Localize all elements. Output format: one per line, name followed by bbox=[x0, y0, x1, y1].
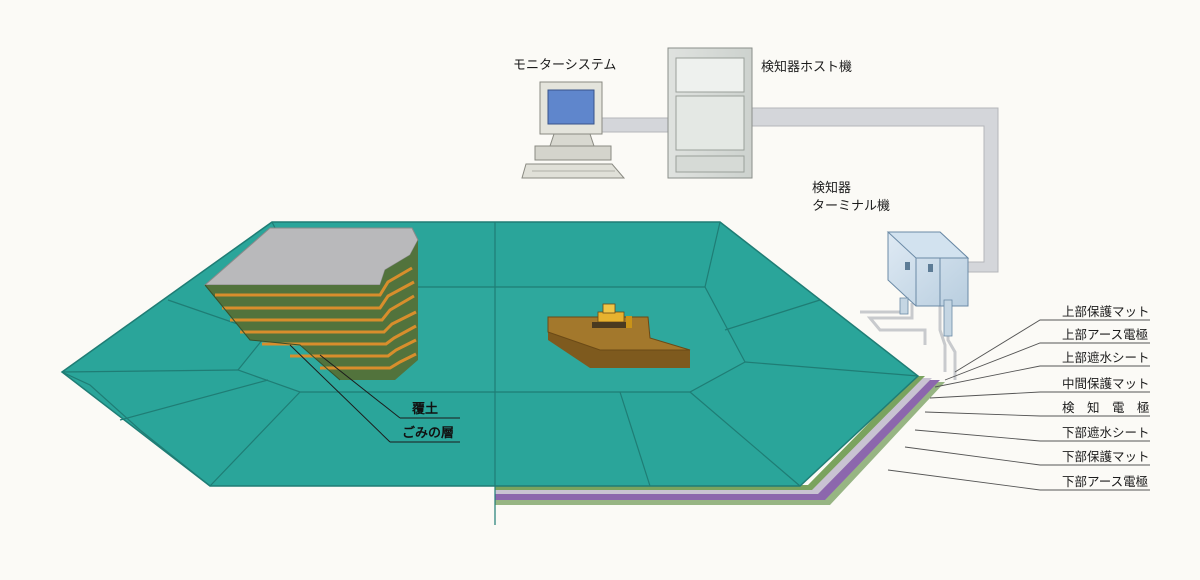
waste-layer-label: ごみの層 bbox=[402, 425, 454, 441]
layer-label-upper-earth-electrode: 上部アース電極 bbox=[1062, 327, 1148, 342]
layer-label-upper-protection-mat: 上部保護マット bbox=[1062, 304, 1150, 319]
layer-label-detection-electrode: 検 知 電 極 bbox=[1062, 400, 1150, 415]
monitor-system-label: モニターシステム bbox=[513, 58, 616, 73]
detector-host-label: 検知器ホスト機 bbox=[761, 59, 852, 75]
waste-layer-stripes bbox=[215, 266, 417, 370]
layer-label-lower-earth-electrode: 下部アース電極 bbox=[1062, 474, 1148, 489]
detector-host-cabinet bbox=[667, 47, 753, 179]
liner-layer-labels: 上部保護マット 上部アース電極 上部遮水シート 中間保護マット 検 知 電 極 … bbox=[1062, 304, 1150, 489]
waste-cell bbox=[203, 227, 460, 443]
detector-terminal-box bbox=[886, 231, 970, 337]
bulldozer-icon bbox=[592, 303, 632, 328]
detector-terminal-label-line2: ターミナル機 bbox=[812, 199, 890, 214]
layer-label-upper-waterproof-sheet: 上部遮水シート bbox=[1062, 350, 1150, 365]
working-soil-pad bbox=[547, 303, 691, 368]
layer-label-lower-protection-mat: 下部保護マット bbox=[1062, 449, 1150, 464]
host-terminal-cable bbox=[751, 107, 999, 273]
liner-layer-leaders bbox=[887, 319, 1150, 491]
monitor-host-cable bbox=[599, 117, 669, 133]
layer-label-middle-protection-mat: 中間保護マット bbox=[1062, 376, 1150, 391]
waste-layer-leader bbox=[289, 344, 391, 443]
slope-lines bbox=[61, 221, 919, 525]
monitor-system-computer bbox=[521, 81, 626, 179]
detector-terminal-label-line1: 検知器 bbox=[812, 180, 851, 196]
layer-label-lower-waterproof-sheet: 下部遮水シート bbox=[1062, 425, 1150, 440]
landfill-liner bbox=[60, 221, 945, 525]
cover-soil-label: 覆土 bbox=[412, 401, 438, 417]
cover-soil-leader bbox=[319, 354, 401, 419]
